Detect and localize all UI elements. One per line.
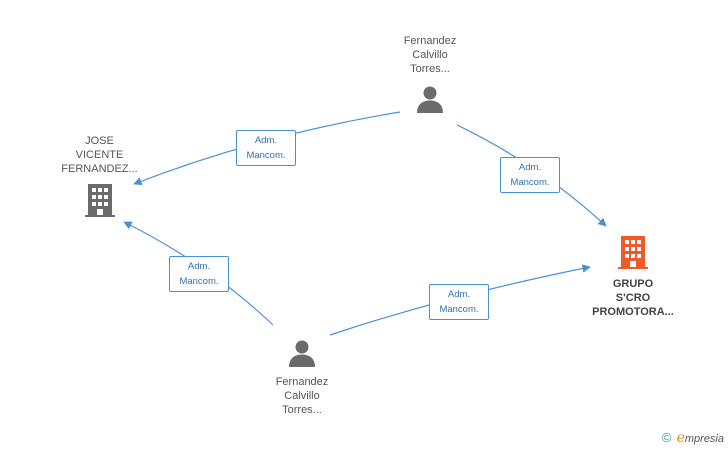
node-label: GRUPO S'CRO PROMOTORA... — [592, 278, 674, 318]
node-company-right[interactable]: GRUPO S'CRO PROMOTORA... — [583, 234, 683, 319]
building-icon — [84, 184, 115, 217]
node-person-bottom[interactable]: Fernandez Calvillo Torres... — [257, 338, 347, 417]
node-company-left[interactable]: JOSE VICENTE FERNANDEZ... — [52, 134, 147, 223]
edge-label-top-right[interactable]: Adm. Mancom. — [500, 157, 560, 193]
edge-label-top-left[interactable]: Adm. Mancom. — [236, 130, 296, 166]
edge-label-bottom-right[interactable]: Adm. Mancom. — [429, 284, 489, 320]
copyright-symbol: © — [661, 430, 672, 445]
person-icon — [289, 340, 315, 367]
building-icon-highlighted — [618, 236, 648, 269]
node-label: Fernandez Calvillo Torres... — [275, 376, 329, 416]
brand-logo-initial: e — [676, 430, 685, 446]
node-label: JOSE VICENTE FERNANDEZ... — [61, 135, 138, 175]
node-person-top[interactable]: Fernandez Calvillo Torres... — [385, 34, 475, 119]
person-icon — [417, 86, 443, 113]
brand-name: mpresia — [684, 433, 724, 445]
node-label: Fernandez Calvillo Torres... — [403, 35, 457, 75]
edge-label-bottom-left[interactable]: Adm. Mancom. — [169, 256, 229, 292]
footer-brand[interactable]: © empresia — [662, 430, 724, 446]
